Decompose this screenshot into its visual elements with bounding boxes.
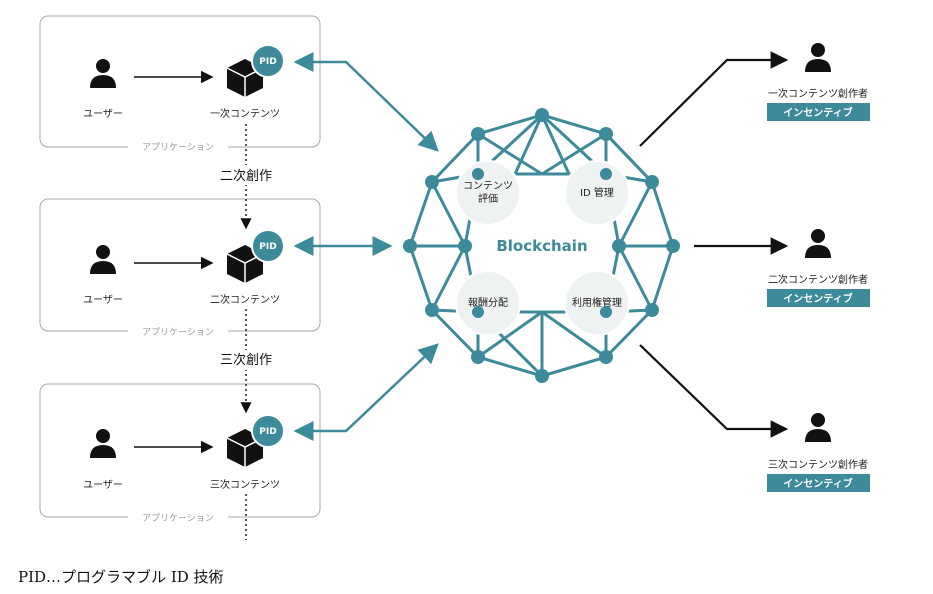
creator-label: 一次コンテンツ創作者 xyxy=(768,87,868,100)
incentive-arrows xyxy=(639,51,789,438)
function-circle-id-management xyxy=(564,160,630,226)
svg-text:インセンティブ: インセンティブ xyxy=(783,292,852,305)
user-label: ユーザー xyxy=(83,294,123,306)
pid-badge xyxy=(251,229,285,263)
content-label: 三次コンテンツ xyxy=(210,478,280,491)
creator-label: 二次コンテンツ創作者 xyxy=(768,273,868,286)
function-circle-reward xyxy=(455,270,521,336)
blockchain-title: Blockchain xyxy=(496,237,587,255)
derivation-label-tertiary: 三次創作 xyxy=(220,352,272,368)
function-label: 利用権管理 xyxy=(572,296,622,309)
incentive-badge xyxy=(767,103,870,121)
svg-text:PID: PID xyxy=(259,242,276,252)
blockchain-network: コンテンツ 評価 ID 管理 報酬分配 利用権管理 Blockchain xyxy=(403,108,680,383)
pid-badge xyxy=(251,44,285,78)
user-icon xyxy=(90,245,116,274)
creator-person-icon xyxy=(805,413,831,442)
incentive-badge xyxy=(767,289,870,307)
function-label: ID 管理 xyxy=(580,186,614,199)
function-label: コンテンツ xyxy=(463,181,513,192)
svg-text:インセンティブ: インセンティブ xyxy=(783,106,852,119)
network-nodes xyxy=(403,108,680,383)
pid-blockchain-links xyxy=(293,52,439,441)
function-circle-usage-rights xyxy=(564,270,630,336)
svg-text:PID: PID xyxy=(259,57,276,67)
user-icon xyxy=(90,59,116,88)
application-box-3: アプリケーション ユーザー PID 三次コンテンツ xyxy=(39,383,321,524)
application-box-2: アプリケーション ユーザー PID 二次コンテンツ xyxy=(39,198,321,338)
footnote: PID…プログラマブル ID 技術 xyxy=(18,568,224,586)
function-circle-evaluation xyxy=(455,160,521,226)
svg-text:インセンティブ: インセンティブ xyxy=(783,477,852,490)
application-label: アプリケーション xyxy=(142,327,214,338)
function-label: 評価 xyxy=(478,192,498,205)
application-label: アプリケーション xyxy=(142,142,214,153)
application-label: アプリケーション xyxy=(142,513,214,524)
content-label: 一次コンテンツ xyxy=(210,107,280,120)
function-label: 報酬分配 xyxy=(468,297,508,309)
application-box-1: アプリケーション ユーザー PID 一次コンテンツ xyxy=(39,15,321,153)
user-label: ユーザー xyxy=(83,108,123,120)
svg-text:PID: PID xyxy=(259,427,276,437)
incentive-badge xyxy=(767,474,870,492)
creator-3: 三次コンテンツ創作者 インセンティブ xyxy=(767,413,870,492)
creator-person-icon xyxy=(805,43,831,72)
content-label: 二次コンテンツ xyxy=(210,293,280,306)
creator-1: 一次コンテンツ創作者 インセンティブ xyxy=(767,43,870,121)
creator-person-icon xyxy=(805,229,831,258)
user-label: ユーザー xyxy=(83,479,123,491)
creator-2: 二次コンテンツ創作者 インセンティブ xyxy=(767,229,870,307)
pid-badge xyxy=(251,414,285,448)
creator-label: 三次コンテンツ創作者 xyxy=(768,458,868,471)
user-icon xyxy=(90,429,116,458)
derivation-label-secondary: 二次創作 xyxy=(220,168,272,184)
